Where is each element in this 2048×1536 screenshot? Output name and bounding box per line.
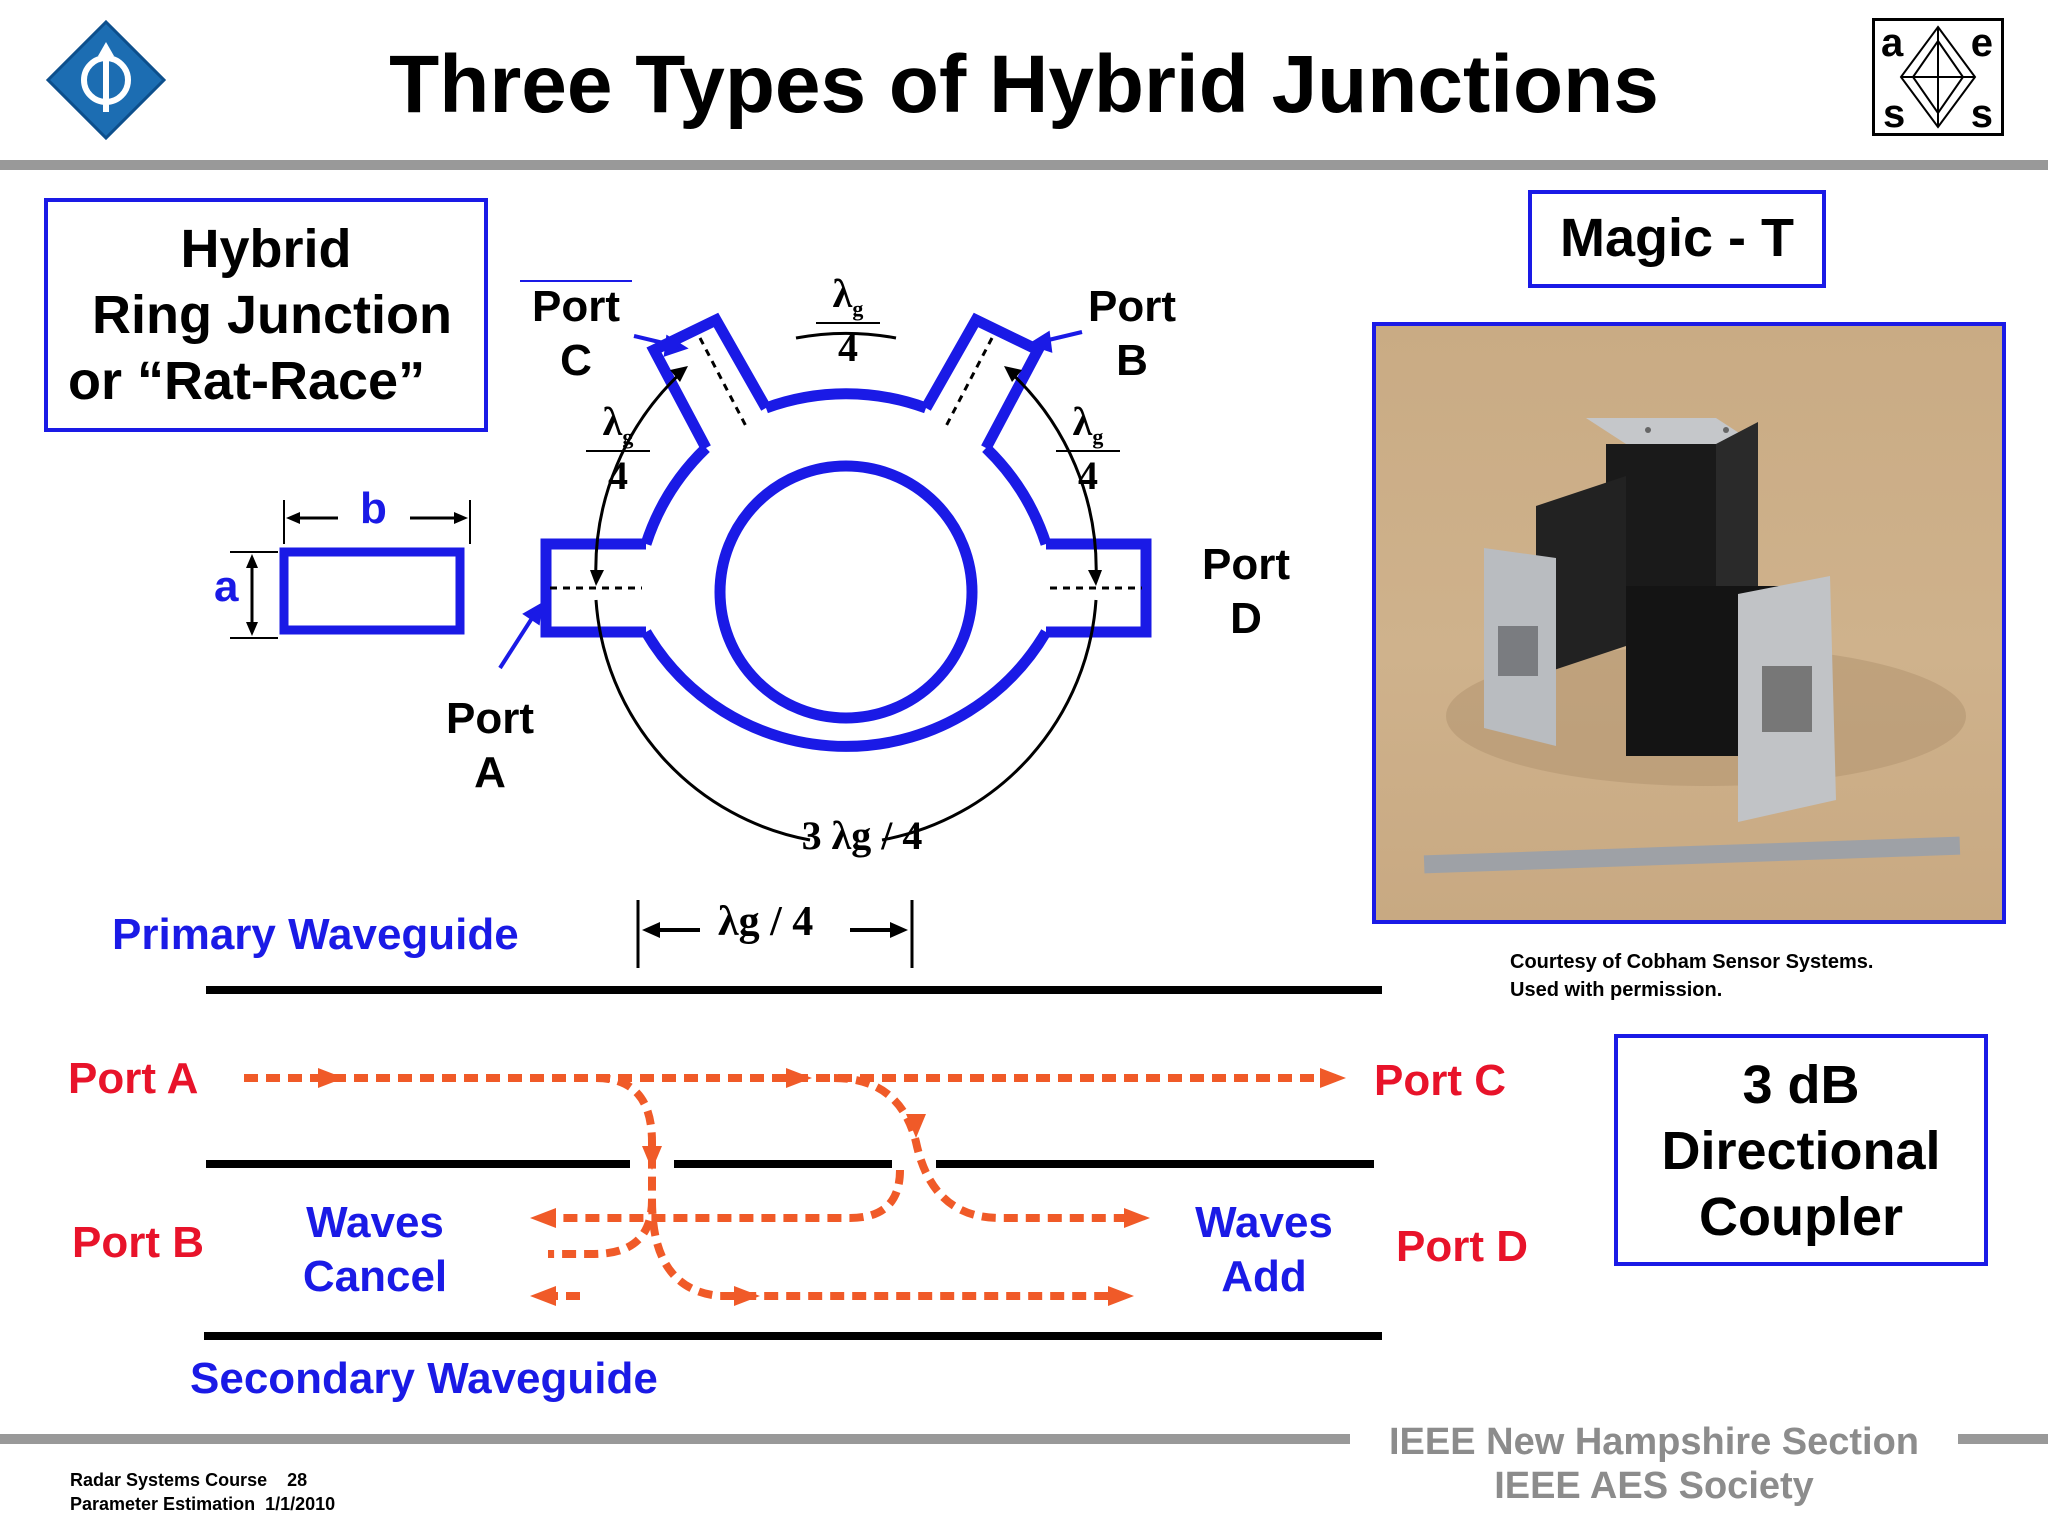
lambda: λ	[602, 399, 623, 444]
ieee-section-label: IEEE New Hampshire Section IEEE AES Soci…	[1356, 1420, 1952, 1508]
port-letter: A	[474, 748, 506, 797]
hybrid-ring-title-line: or “Rat-Race”	[68, 351, 426, 411]
fraction-den: 4	[1056, 450, 1120, 499]
ieee-logo	[44, 18, 168, 142]
coupler-port-d-label: Port D	[1396, 1222, 1528, 1271]
aes-letter: a	[1881, 21, 1904, 65]
coupler-port-c-label: Port C	[1374, 1056, 1506, 1105]
coupler-title-line: Directional	[1661, 1121, 1941, 1181]
secondary-waveguide-label: Secondary Waveguide	[190, 1354, 658, 1403]
fraction-top: λg 4	[816, 270, 880, 371]
lambda: λ	[1072, 399, 1093, 444]
lambda-sub: g	[1092, 424, 1104, 449]
port-word: Port	[532, 282, 620, 331]
coupler-title-line: Coupler	[1698, 1187, 1903, 1247]
lecture-date: 1/1/2010	[265, 1494, 336, 1514]
hybrid-ring-title-box: Hybrid Ring Junction or “Rat-Race”	[44, 198, 488, 432]
fraction-right: λg 4	[1056, 398, 1120, 499]
hybrid-ring-title-line: Ring Junction	[92, 285, 452, 345]
waves-cancel-line: Waves	[306, 1198, 444, 1247]
lambda-sub: g	[622, 424, 634, 449]
port-letter: C	[560, 336, 592, 385]
page-title: Three Types of Hybrid Junctions	[389, 39, 1659, 130]
aes-letter: e	[1970, 21, 1993, 65]
waveguide-cross-section	[230, 500, 471, 639]
footer-rule-left	[0, 1434, 1350, 1444]
aes-letter: s	[1970, 92, 1993, 136]
ieee-line: IEEE New Hampshire Section	[1388, 1421, 1920, 1463]
fraction-den: 4	[816, 322, 880, 371]
fraction-left: λg 4	[586, 398, 650, 499]
ring-port-d-label: Port D	[1190, 538, 1302, 646]
credit-line: Courtesy of Cobham Sensor Systems.	[1510, 951, 1874, 973]
waves-cancel-line: Cancel	[302, 1252, 448, 1301]
quarter-wave-spacing-label: λg / 4	[718, 899, 814, 945]
header-rule	[0, 160, 2048, 170]
rat-race-ring-diagram	[520, 280, 1152, 842]
lecture-name: Parameter Estimation	[70, 1494, 256, 1514]
three-quarter-wave-label: 3 λg / 4	[801, 813, 923, 858]
credit-line: Used with permission.	[1510, 979, 1723, 1001]
port-letter: D	[1230, 594, 1262, 643]
course-footer: Radar Systems Course 28 Parameter Estima…	[70, 1468, 335, 1516]
port-word: Port	[1202, 540, 1290, 589]
photo-credit: Courtesy of Cobham Sensor Systems. Used …	[1510, 948, 1873, 1004]
directional-coupler-title-box: 3 dB Directional Coupler	[1614, 1034, 1988, 1266]
magic-t-photo	[1372, 322, 2006, 924]
ring-port-a-label: Port A	[434, 692, 546, 800]
page-number: 28	[287, 1470, 308, 1490]
hybrid-ring-title-line: Hybrid	[180, 219, 352, 279]
coupler-port-a-label: Port A	[68, 1054, 199, 1103]
waves-add-line: Add	[1221, 1252, 1307, 1301]
aes-letter: s	[1883, 92, 1906, 136]
waves-add-line: Waves	[1195, 1198, 1333, 1247]
course-name: Radar Systems Course	[70, 1470, 268, 1490]
lambda: λ	[832, 271, 853, 316]
primary-waveguide-label: Primary Waveguide	[112, 910, 519, 959]
dimension-a-label: a	[214, 562, 239, 611]
coupler-port-b-label: Port B	[72, 1218, 204, 1267]
waves-cancel-label: Waves Cancel	[290, 1196, 460, 1304]
waves-add-label: Waves Add	[1184, 1196, 1344, 1304]
lambda-sub: g	[852, 296, 864, 321]
ring-port-b-label: Port B	[1076, 280, 1188, 388]
port-letter: B	[1116, 336, 1148, 385]
fraction-den: 4	[586, 450, 650, 499]
port-word: Port	[1088, 282, 1176, 331]
coupler-title-line: 3 dB	[1742, 1055, 1860, 1115]
magic-t-label-box: Magic - T	[1528, 190, 1826, 288]
ring-port-c-label: Port C	[520, 280, 632, 388]
dimension-b-label: b	[360, 484, 387, 533]
port-word: Port	[446, 694, 534, 743]
ieee-line: IEEE AES Society	[1494, 1465, 1814, 1507]
footer-rule-right	[1958, 1434, 2048, 1444]
port-pointers	[498, 330, 1083, 670]
coupler-diagram	[204, 900, 1382, 1340]
aes-logo: a e s s	[1872, 18, 2004, 136]
